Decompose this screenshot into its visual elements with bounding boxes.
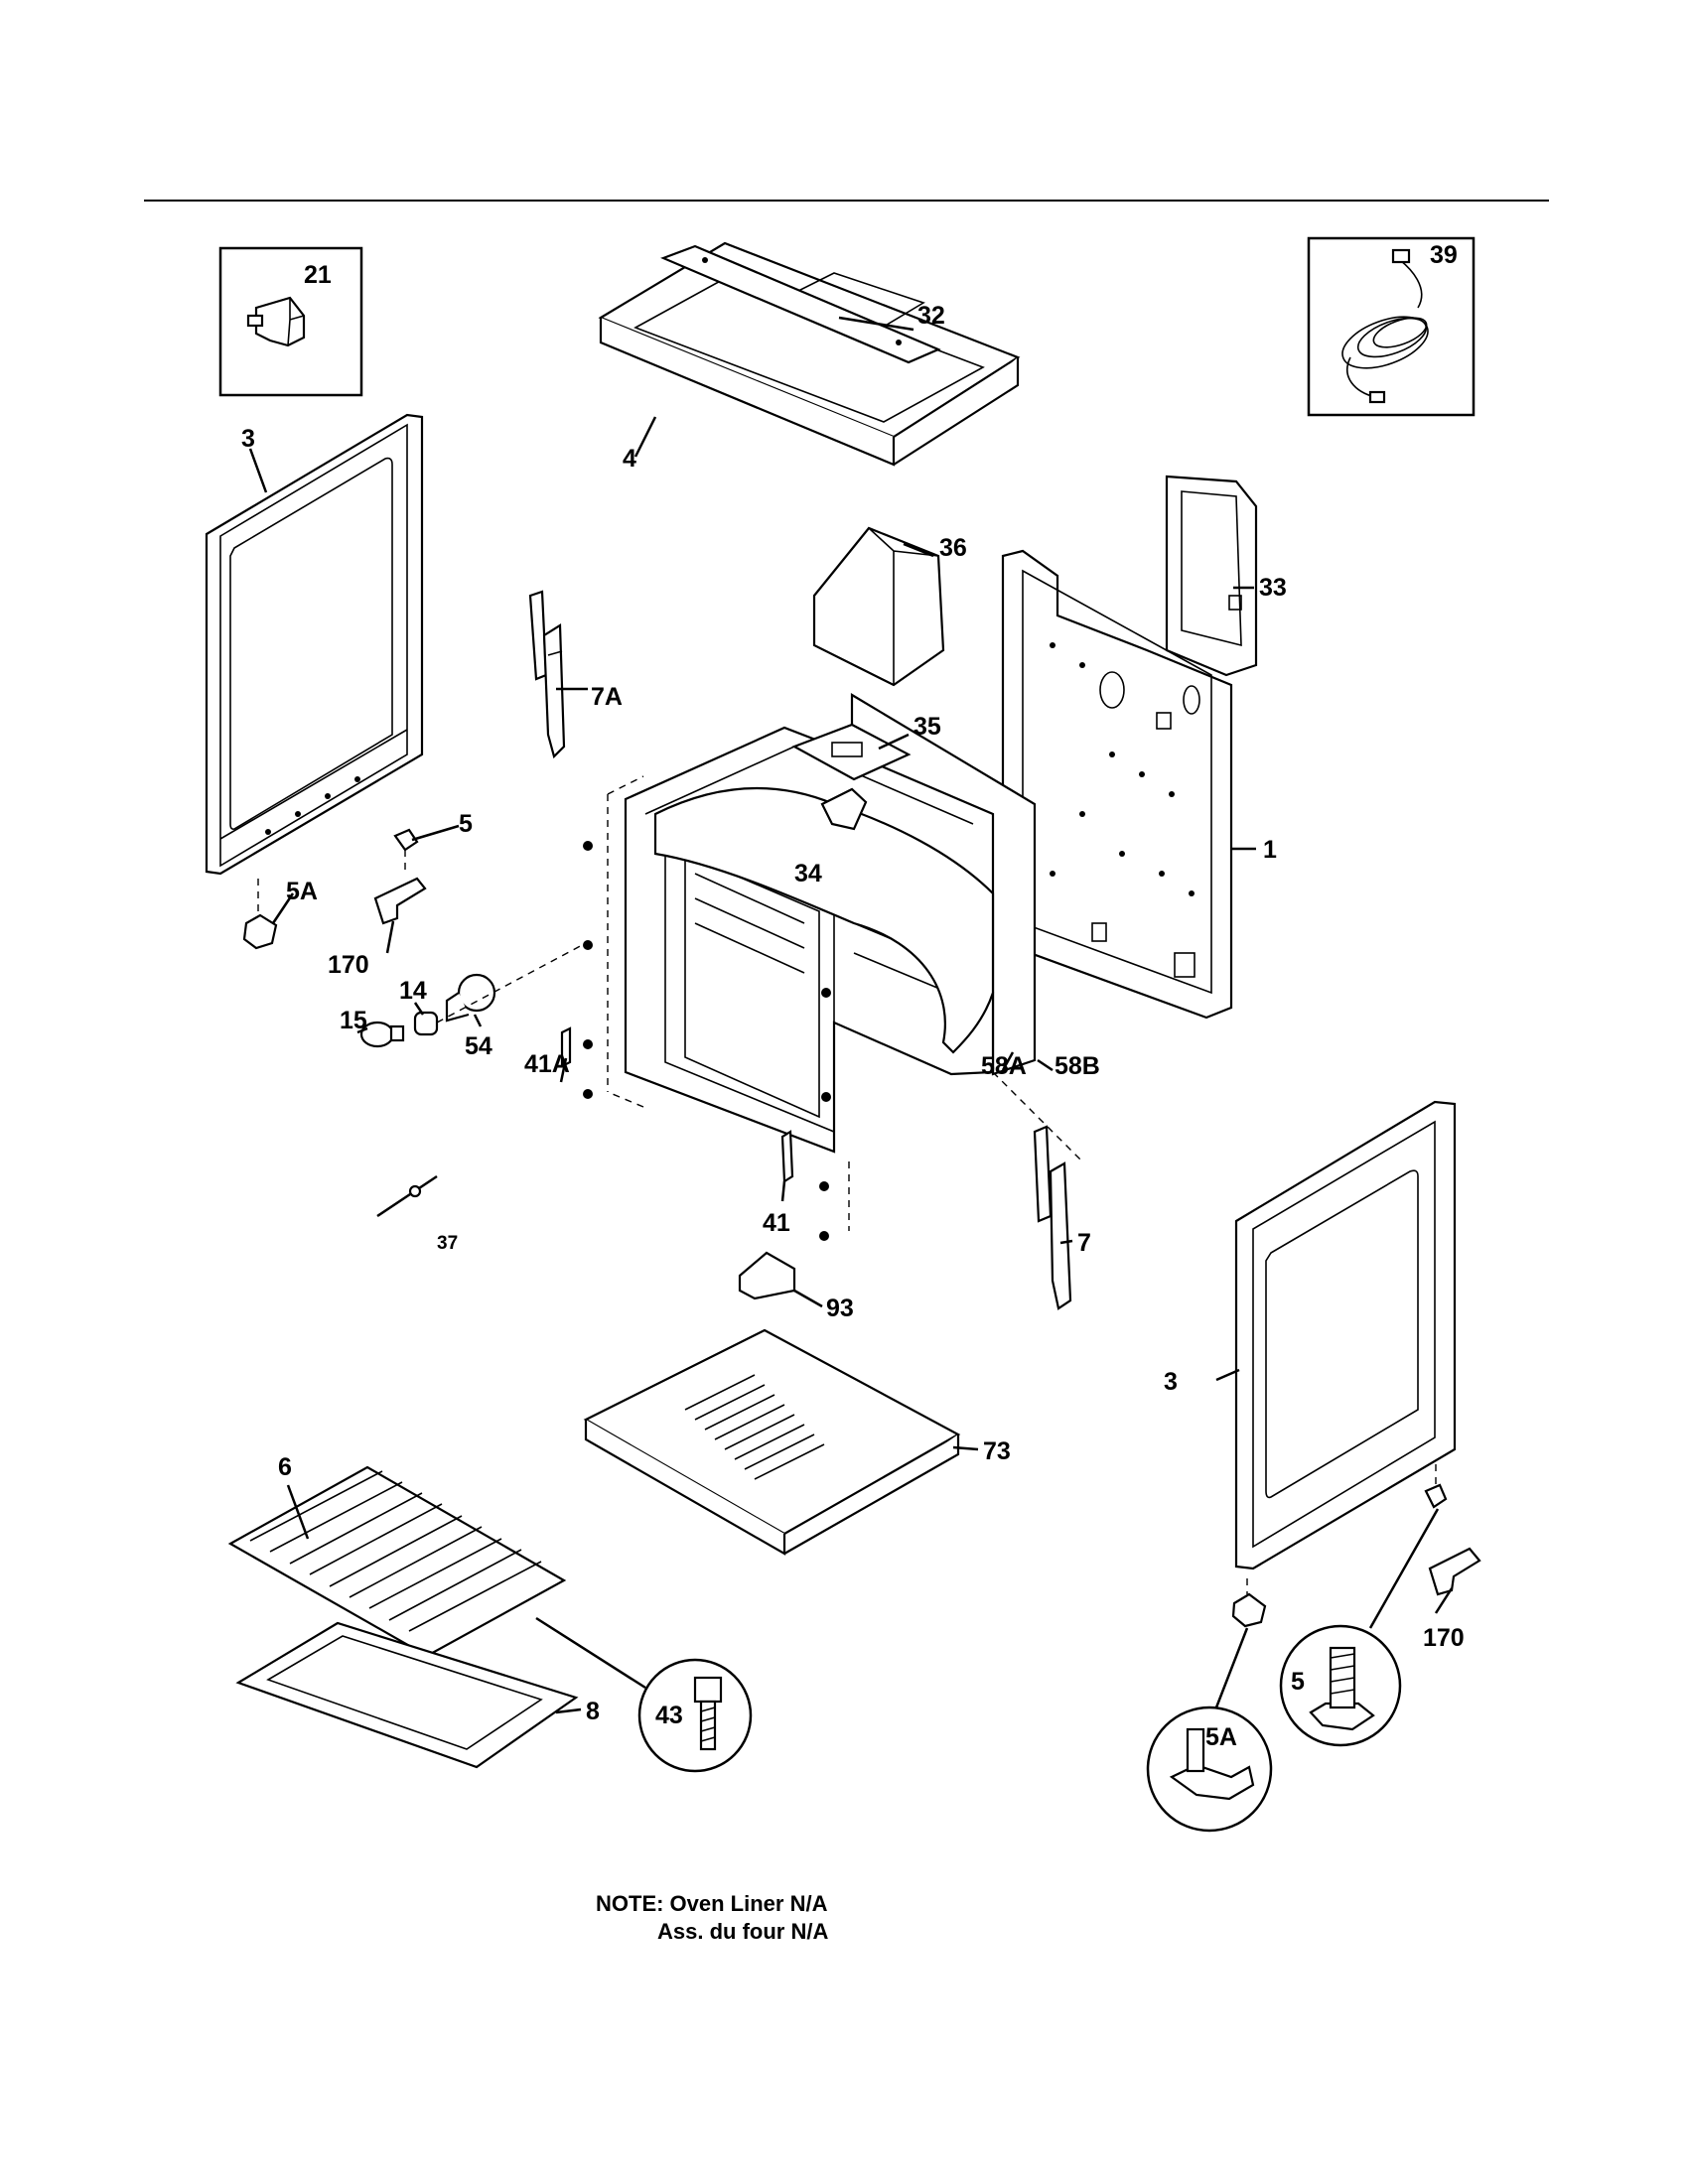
inset-box-39 — [1307, 236, 1476, 417]
part-3-right-side-panel — [1234, 1100, 1457, 1570]
label-8: 8 — [586, 1698, 600, 1725]
callout-labels: 21 39 32 4 3 36 33 7A 35 5 1 5A 34 170 1… — [241, 241, 1465, 1751]
label-36: 36 — [939, 534, 967, 562]
part-5a-zoom — [1146, 1706, 1273, 1833]
label-4: 4 — [623, 445, 636, 473]
label-170-left: 170 — [328, 951, 369, 979]
leader-lines — [248, 316, 1454, 1714]
part-35-bracket — [791, 723, 912, 781]
guide-dashed-frame — [607, 775, 1083, 1231]
part-5-zoom — [1279, 1624, 1402, 1747]
label-5-left: 5 — [459, 810, 473, 838]
label-58a: 58A — [981, 1052, 1027, 1080]
label-41a: 41A — [524, 1050, 570, 1078]
part-1-back-panel — [1001, 549, 1233, 1020]
label-5a-left: 5A — [286, 878, 318, 905]
bottom-vent-slots — [684, 1374, 825, 1480]
label-21: 21 — [304, 261, 332, 289]
label-35: 35 — [914, 713, 941, 741]
part-5-left-leveler — [393, 828, 419, 874]
part-7a-hinge — [528, 590, 566, 759]
label-15: 15 — [340, 1007, 367, 1034]
label-37: 37 — [437, 1233, 458, 1254]
label-3-right: 3 — [1164, 1368, 1178, 1396]
leader-5-right — [1368, 1508, 1440, 1629]
part-58a-insulation-wrap — [653, 786, 995, 1054]
light-axis-line — [436, 942, 587, 1024]
part-8-drawer — [235, 1621, 579, 1769]
part-21-switch — [246, 296, 306, 347]
inset-box-21 — [218, 246, 363, 397]
part-14-socket — [413, 1011, 439, 1036]
part-6-oven-rack — [227, 1465, 567, 1658]
label-54: 54 — [465, 1032, 492, 1060]
label-32: 32 — [917, 302, 945, 330]
part-170-right-bracket — [1428, 1547, 1481, 1596]
label-7a: 7A — [591, 683, 623, 711]
screw-column-right — [819, 988, 831, 1241]
part-170-left-bracket — [373, 877, 427, 925]
part-36-vent-duct — [812, 526, 945, 687]
part-33-rear-cover — [1165, 475, 1258, 677]
part-39-power-cord — [1341, 248, 1429, 404]
part-41a-bracket — [560, 1026, 572, 1068]
part-7-hinge — [1033, 1125, 1072, 1310]
note-line-2: Ass. du four N/A — [657, 1919, 828, 1944]
footnote: NOTE: Oven Liner N/A Ass. du four N/A — [596, 1891, 828, 1944]
label-39: 39 — [1430, 241, 1458, 269]
label-14: 14 — [399, 977, 427, 1005]
leader-43 — [535, 1616, 646, 1690]
label-3-left: 3 — [241, 425, 255, 453]
label-41: 41 — [763, 1209, 790, 1237]
part-5-right-leveler — [1424, 1464, 1448, 1509]
label-1: 1 — [1263, 836, 1277, 864]
part-32-brace — [660, 244, 941, 364]
part-15-light-bulb — [359, 1021, 405, 1048]
part-43-screw-zoom — [637, 1658, 753, 1773]
part-4-top-frame — [598, 241, 1021, 467]
part-5a-right-leg — [1231, 1578, 1267, 1628]
part-41-bracket — [780, 1130, 794, 1183]
label-170-right: 170 — [1423, 1624, 1465, 1652]
note-line-1: NOTE: Oven Liner N/A — [596, 1891, 828, 1916]
label-93: 93 — [826, 1295, 854, 1322]
label-5-zoom: 5 — [1291, 1668, 1305, 1696]
part-3-left-side-panel — [205, 413, 424, 876]
label-5a-zoom: 5A — [1205, 1723, 1237, 1751]
label-6: 6 — [278, 1453, 292, 1481]
label-7: 7 — [1077, 1229, 1091, 1257]
part-73-oven-bottom — [583, 1328, 961, 1556]
part-5a-left-leg — [242, 879, 278, 950]
part-37-wire — [376, 1174, 438, 1218]
label-43: 43 — [655, 1702, 683, 1729]
label-73: 73 — [983, 1437, 1011, 1465]
label-33: 33 — [1259, 574, 1287, 602]
part-34-vent — [820, 787, 868, 831]
part-93-cover — [738, 1251, 796, 1300]
label-34: 34 — [794, 860, 822, 887]
label-58b: 58B — [1055, 1052, 1100, 1080]
leader-5a-right — [1214, 1627, 1249, 1708]
screw-column-left — [583, 841, 593, 1099]
